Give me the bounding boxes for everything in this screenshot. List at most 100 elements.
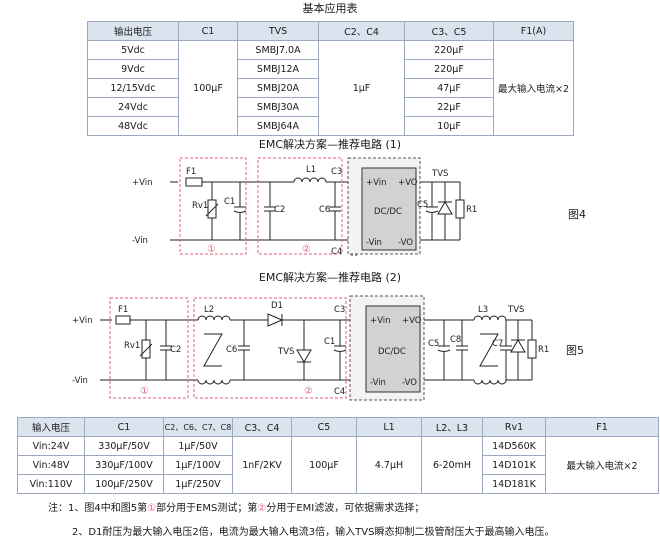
cell: 4.7μH [356,436,422,494]
cell: SMBJ12A [237,59,319,79]
cell: Vin:110V [17,474,85,494]
module-vin-label: +Vin [366,178,387,188]
table-header-row: 输出电压 C1 TVS C2、C4 C3、C5 F1(A) [87,21,574,41]
cell: 最大输入电流×2 [545,436,659,494]
col-header: L2、L3 [421,417,483,437]
cell: 14D560K [482,436,546,456]
cell: 24Vdc [87,97,179,117]
c3-label: C3 [331,167,342,177]
cell: 220μF [404,40,494,60]
l1-label: L1 [306,165,316,175]
note-line-2: 2、D1耐压为最大输入电压2倍，电流为最大输入电流3倍，输入TVS瞬态抑制二极管… [72,527,555,538]
note-text: 注：1、图4中和图5第 [48,503,148,514]
figure-4-label: 图4 [568,208,586,221]
c1-label: C1 [224,197,235,207]
col-header: Rv1 [482,417,546,437]
cell: 5Vdc [87,40,179,60]
cell: 12/15Vdc [87,78,179,98]
f1-label: F1 [186,167,196,177]
col-header: 输出电压 [87,21,179,41]
cell: 14D101K [482,455,546,475]
col-header: L1 [356,417,422,437]
c3-label: C3 [334,305,345,315]
c6-label: C6 [319,205,330,215]
cell: 6-20mH [421,436,483,494]
tvs-right-label: TVS [507,305,524,315]
table-row: Vin:24V 330μF/50V 1μF/50V 1nF/2KV 100μF … [17,436,659,494]
l3-label: L3 [478,305,488,315]
marker-2: ② [302,244,311,255]
component-parameter-table: 输入电压 C1 C2、C6、C7、C8 C3、C4 C5 L1 L2、L3 Rv… [17,417,659,494]
r1-label: R1 [538,345,549,355]
module-von-label: -VO [402,378,417,388]
cell: 1μF/250V [163,474,233,494]
table-row: 48Vdc SMBJ64A 10μF [87,116,574,136]
module-vin-label: +Vin [370,316,391,326]
c4-label: C4 [331,247,342,257]
table-header-row: 输入电压 C1 C2、C6、C7、C8 C3、C4 C5 L1 L2、L3 Rv… [17,417,659,437]
cell: 220μF [404,59,494,79]
tvs-left-label: TVS [277,347,294,357]
table-row: Vin:48V 330μF/100V 1μF/100V 14D101K [17,455,659,475]
note-text: 分用于EMI滤波，可依据需求选择； [266,503,425,514]
col-header: C3、C5 [404,21,494,41]
cell: Vin:24V [17,436,85,456]
c2-label: C2 [274,205,285,215]
d1-label: D1 [271,301,283,311]
basic-application-table: 输出电压 C1 TVS C2、C4 C3、C5 F1(A) 5Vdc 100μF… [87,21,574,136]
emi-region-box [257,157,343,255]
cell: 100μF [178,40,238,136]
note-text: 部分用于EMS测试；第 [156,503,258,514]
emc-circuit-1-diagram: +Vin -Vin F1 Rv1 C1 C2 L1 C6 C3 C4 +Vin … [132,157,586,257]
col-header: C2、C6、C7、C8 [163,417,233,437]
tvs-label: TVS [431,169,448,179]
c4-label: C4 [334,387,345,397]
cell: Vin:48V [17,455,85,475]
vin-neg-label: -Vin [132,236,148,246]
circle-marker-1: ① [147,503,157,514]
note-line-1: 注：1、图4中和图5第①部分用于EMS测试；第②分用于EMI滤波，可依据需求选择… [48,499,424,514]
figure-5-label: 图5 [566,344,584,357]
rv1-label: Rv1 [192,201,208,211]
c1-label: C1 [324,337,335,347]
cell: SMBJ20A [237,78,319,98]
cell: 100μF/250V [84,474,164,494]
module-vo-label: +VO [398,178,418,188]
col-header: 输入电压 [17,417,85,437]
c6-label: C6 [226,345,237,355]
cell: 1μF/50V [163,436,233,456]
c2-label: C2 [170,345,181,355]
dcdc-module [361,167,417,251]
module-dcdc-label: DC/DC [378,347,406,357]
c8-label: C8 [450,335,461,345]
vin-pos-label: +Vin [132,178,153,188]
table-row: Vin:110V 100μF/250V 1μF/250V 14D181K [17,474,659,494]
cell: 10μF [404,116,494,136]
cell: 1μF/100V [163,455,233,475]
col-header: F1 [545,417,659,437]
table-row: 9Vdc SMBJ12A 220μF [87,59,574,79]
col-header: C2、C4 [318,21,405,41]
l2-label: L2 [204,305,214,315]
marker-1: ① [207,244,216,255]
col-header: C1 [178,21,238,41]
cell: 330μF/50V [84,436,164,456]
module-vo-label: +VO [402,316,422,326]
marker-1: ① [140,386,149,397]
cell: 1nF/2KV [232,436,292,494]
cell: 最大输入电流×2 [493,40,574,136]
circuit2-title: EMC解决方案—推荐电路 (2) [258,271,402,284]
module-dcdc-label: DC/DC [374,207,402,217]
f1-label: F1 [118,305,128,315]
table1-title: 基本应用表 [302,2,358,15]
circuit1-title: EMC解决方案—推荐电路 (1) [258,138,402,151]
vin-pos-label: +Vin [72,316,93,326]
col-header: TVS [237,21,319,41]
ems-region-box [179,157,247,255]
module-von-label: -VO [398,238,413,248]
col-header: C3、C4 [232,417,292,437]
emi-region-box [193,297,347,399]
table-row: 24Vdc SMBJ30A 22μF [87,97,574,117]
ems-region-box [109,297,189,399]
marker-2: ② [304,386,313,397]
